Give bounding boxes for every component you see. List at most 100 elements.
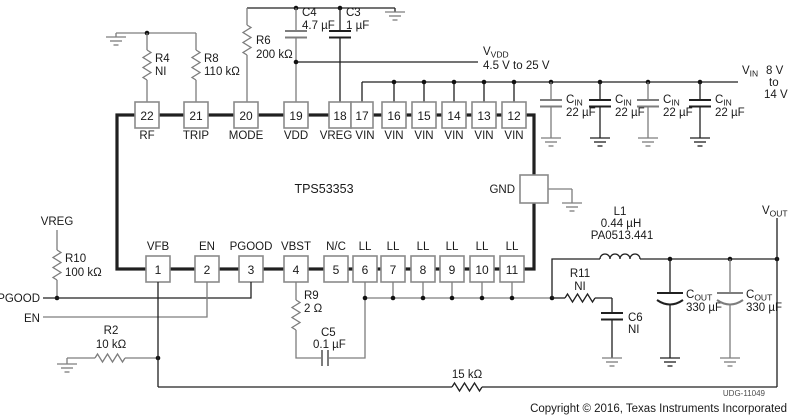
pin-number-18: 18	[333, 109, 347, 123]
pin-number-1: 1	[155, 263, 162, 277]
cin-value-label: 22 µF	[715, 107, 745, 119]
pin-box-8	[410, 255, 436, 283]
en-net: EN	[24, 282, 208, 325]
pin-label-ll-10: LL	[476, 241, 489, 253]
junction-dot	[449, 295, 455, 301]
gnd-pin-label: GND	[489, 184, 515, 196]
capacitor-curved-plate	[716, 299, 744, 306]
capacitor-cin-1: CIN 22 µF	[540, 82, 596, 147]
pin-number-14: 14	[447, 109, 461, 123]
pin-box-21	[183, 101, 209, 129]
gnd-pin-box	[519, 174, 549, 204]
pin-label-ll-7: LL	[387, 241, 400, 253]
pin-number-9: 9	[449, 263, 456, 277]
r6-value-label: 200 kΩ	[256, 49, 293, 61]
top-rail-net	[247, 5, 406, 21]
pgood-net-label: PGOOD	[0, 293, 40, 305]
r10-ref-label: R10	[65, 253, 86, 265]
resistor-symbol	[242, 24, 252, 56]
vvdd-range-label: 4.5 V to 25 V	[483, 60, 550, 72]
junction-dot	[420, 295, 426, 301]
pin-number-11: 11	[506, 263, 519, 277]
ground-icon	[601, 357, 623, 367]
pin-label-ll-8: LL	[417, 241, 430, 253]
capacitor-c4: C4 4.7 µF	[285, 7, 335, 102]
pin-label-vin-15: VIN	[414, 130, 433, 142]
pin-label-ll-6: LL	[359, 241, 372, 253]
pin-number-4: 4	[293, 263, 300, 277]
pin-label-rf: RF	[139, 130, 154, 142]
pin-label-ll-9: LL	[446, 241, 459, 253]
junction-dot	[390, 295, 396, 301]
inductor-symbol	[599, 253, 641, 260]
wire	[295, 330, 322, 359]
pin-box-22	[134, 101, 160, 129]
junction-dot	[451, 79, 457, 85]
cout-ref-label: COUT	[746, 289, 772, 303]
pin-label-vreg: VREG	[320, 130, 353, 142]
pin-number-8: 8	[420, 263, 427, 277]
vin-rail-net: VIN 8 V to 14 V	[361, 65, 788, 102]
vreg-r10-branch: VREG R10 100 kΩ	[41, 216, 102, 301]
vin-range-line2: to	[769, 77, 779, 89]
wire	[43, 282, 252, 299]
ground-icon	[384, 11, 406, 21]
c4-ref-label: C4	[302, 7, 317, 19]
pin-label-vin-12: VIN	[504, 130, 523, 142]
resistor-r2-branch: R2 10 kΩ	[56, 325, 161, 373]
cin-ref-label: CIN	[715, 94, 732, 108]
c6-value-label: NI	[628, 324, 640, 336]
vreg-net-label: VREG	[41, 216, 74, 228]
l1-ref-label: L1	[614, 206, 627, 218]
junction-dot	[481, 79, 487, 85]
vvdd-label: VVDD	[483, 46, 509, 60]
pin-label-trip: TRIP	[183, 130, 210, 142]
pin-label-vin-16: VIN	[384, 130, 403, 142]
pin-box-15	[411, 101, 437, 129]
pin-number-20: 20	[239, 109, 253, 123]
pin-number-13: 13	[477, 109, 491, 123]
vout-label: VOUT	[762, 205, 788, 219]
ground-icon	[637, 137, 659, 147]
resistor-r6: R6 200 kΩ	[242, 8, 293, 102]
r4-ref-label: R4	[155, 53, 170, 65]
vvdd-net: VVDD 4.5 V to 25 V	[293, 46, 550, 72]
pin-box-13	[471, 101, 497, 129]
r11-ref-label: R11	[570, 268, 590, 280]
r10-value-label: 100 kΩ	[65, 267, 102, 279]
r4-value-label: NI	[155, 66, 167, 78]
resistor-r8: R8 110 kΩ	[191, 33, 240, 102]
r8-ref-label: R8	[204, 53, 219, 65]
pin-number-6: 6	[362, 263, 369, 277]
resistor-r4: R4 NI	[142, 33, 170, 102]
ground-icon	[659, 357, 681, 367]
pin-box-6	[352, 255, 378, 283]
ground-icon	[561, 202, 583, 212]
cout-ref-label: COUT	[686, 289, 712, 303]
capacitor-cout-2: COUT 330 µF	[716, 259, 782, 367]
en-net-label: EN	[24, 313, 40, 325]
l1-part-label: PA0513.441	[591, 230, 653, 242]
drawing-number: UDG-11049	[723, 389, 766, 398]
resistor-symbol	[94, 353, 126, 363]
resistor-symbol	[291, 299, 301, 331]
r8-value-label: 110 kΩ	[204, 66, 240, 78]
cin-value-label: 22 µF	[615, 107, 645, 119]
junction-dot	[479, 295, 485, 301]
c3-value-label: 1 µF	[346, 20, 369, 32]
r2-value-label: 10 kΩ	[96, 339, 127, 351]
capacitor-cout-1: COUT 330 µF	[656, 259, 722, 367]
pin-label-vin-17: VIN	[355, 130, 374, 142]
pin-label-pgood: PGOOD	[230, 241, 273, 253]
junction-dot	[293, 5, 299, 11]
ground-icon	[719, 357, 741, 367]
bottom-pin-row: 1 VFB 2 EN 3 PGOOD 4 VBST 5 N/C 6 LL 7 L…	[145, 241, 525, 283]
pin-number-5: 5	[333, 263, 340, 277]
ground-icon	[105, 36, 127, 46]
vfb-feedback-net: 15 kΩ	[157, 282, 777, 392]
capacitor-cin-3: CIN 22 µF	[637, 82, 693, 147]
pin-box-2	[194, 255, 220, 283]
l1-value-label: 0.44 µH	[601, 218, 642, 230]
